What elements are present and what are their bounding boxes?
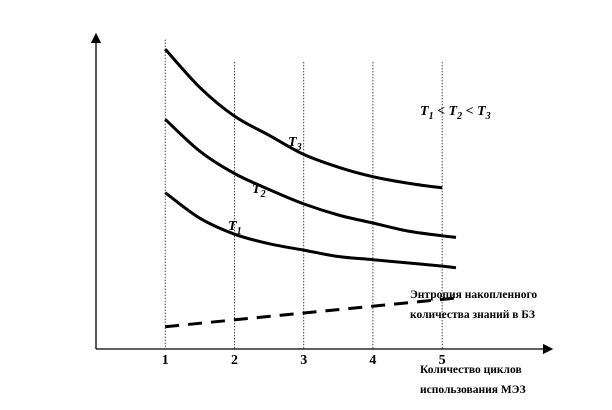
x-tick-label-3: 3: [300, 353, 307, 368]
entropy-annotation: Энтропия накопленного количества знаний …: [410, 289, 537, 321]
series-line-t2: [164, 118, 457, 239]
annotation-line-2: количества знаний в БЗ: [410, 309, 535, 321]
x-tick-label-2: 2: [231, 353, 238, 368]
series-line-t1: [164, 191, 457, 270]
label-t3: T3: [288, 135, 302, 153]
grid-lines: [164, 39, 443, 349]
label-t1: T1: [228, 219, 242, 237]
x-tick-labels: 1 2 3 4 5: [162, 353, 446, 368]
label-t2: T2: [252, 182, 266, 200]
series-line-t3: [164, 48, 443, 190]
x-tick-label-1: 1: [162, 353, 169, 368]
x-tick-label-5: 5: [439, 353, 446, 368]
annotation-line-1: Энтропия накопленного: [410, 289, 537, 301]
xlabel-line-1: Количество циклов: [420, 364, 522, 376]
relation-text: T1 < T2 < T3: [420, 104, 491, 122]
xlabel-line-2: использования МЭЗ: [420, 384, 526, 396]
series-line-entropy: [165, 296, 457, 329]
x-axis-label: Количество циклов использования МЭЗ: [420, 364, 526, 396]
series-labels: T3 T2 T1: [228, 135, 302, 237]
x-tick-label-4: 4: [369, 353, 376, 368]
series-lines: [164, 48, 457, 329]
